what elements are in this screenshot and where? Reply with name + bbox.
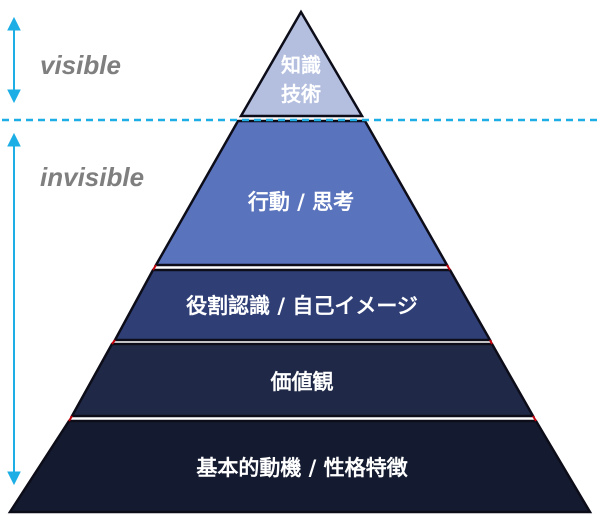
- tier-values-label: 価値観: [270, 370, 334, 394]
- tier-knowledge-label-line2: 技術: [281, 82, 321, 106]
- tier-role-label: 役割認識 / 自己イメージ: [186, 294, 418, 318]
- invisible-range-arrow: [7, 132, 21, 486]
- tier-knowledge-label-line1: 知識: [281, 53, 321, 77]
- tier-motives-label: 基本的動機 / 性格特徴: [196, 456, 408, 480]
- visible-label: visible: [40, 50, 121, 80]
- tier-knowledge-skills: [238, 9, 365, 118]
- tier-behavior-label: 行動 / 思考: [247, 190, 354, 214]
- tier-motives-traits: [7, 419, 593, 514]
- gap-markers: [68, 264, 537, 422]
- invisible-label: invisible: [40, 162, 144, 192]
- visible-range-arrow: [7, 16, 21, 104]
